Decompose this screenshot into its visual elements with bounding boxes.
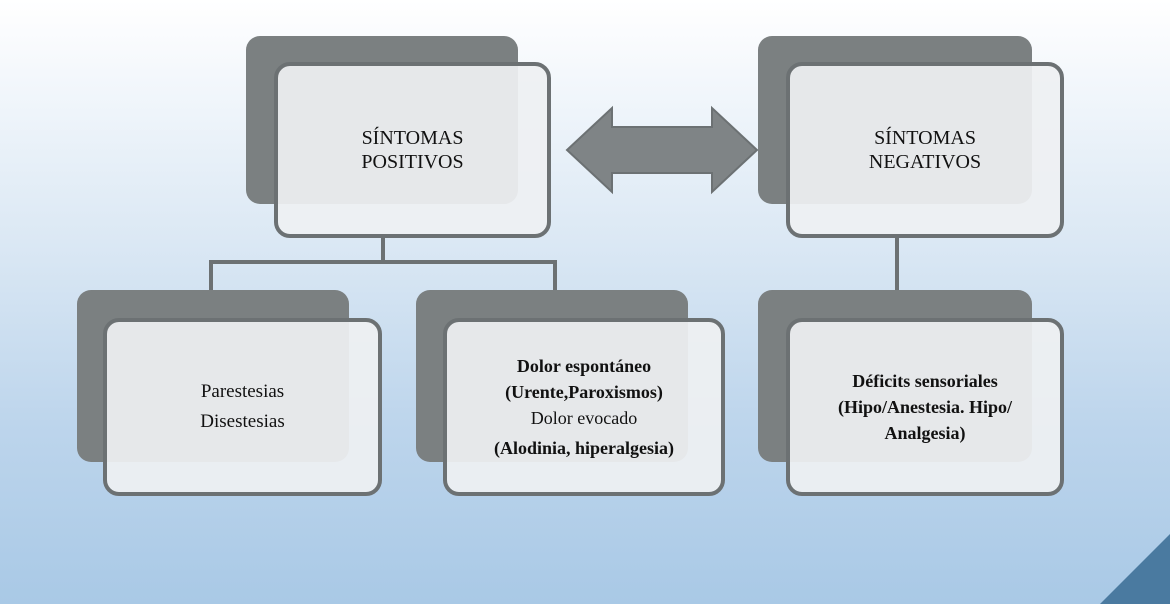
node-title-line: SÍNTOMAS — [874, 127, 976, 149]
node-card: Dolor espontáneo (Urente,Paroxismos) Dol… — [443, 318, 725, 496]
node-title-line: POSITIVOS — [361, 151, 464, 173]
node-title-line: SÍNTOMAS — [361, 127, 464, 149]
node-title-line: NEGATIVOS — [868, 151, 982, 173]
double-arrow — [565, 105, 759, 195]
node-text-line: Déficits sensoriales — [852, 371, 998, 391]
node-card: SÍNTOMAS POSITIVOS — [274, 62, 551, 238]
node-card: Déficits sensoriales (Hipo/Anestesia. Hi… — [786, 318, 1064, 496]
node-text-line: Disestesias — [200, 411, 285, 432]
node-text-line: Dolor evocado — [530, 408, 638, 428]
connector-positive-branch — [209, 260, 557, 300]
node-text-line: Parestesias — [200, 381, 285, 402]
node-card: SÍNTOMAS NEGATIVOS — [786, 62, 1064, 238]
node-text-line: Analgesia) — [884, 423, 966, 443]
node-text-line: (Hipo/Anestesia. Hipo/ — [837, 397, 1012, 417]
node-text-line: (Urente,Paroxismos) — [505, 382, 663, 402]
node-text-line: (Alodinia, hiperalgesia) — [493, 438, 674, 458]
node-card: Parestesias Disestesias — [103, 318, 382, 496]
node-text-line: Dolor espontáneo — [516, 356, 652, 376]
